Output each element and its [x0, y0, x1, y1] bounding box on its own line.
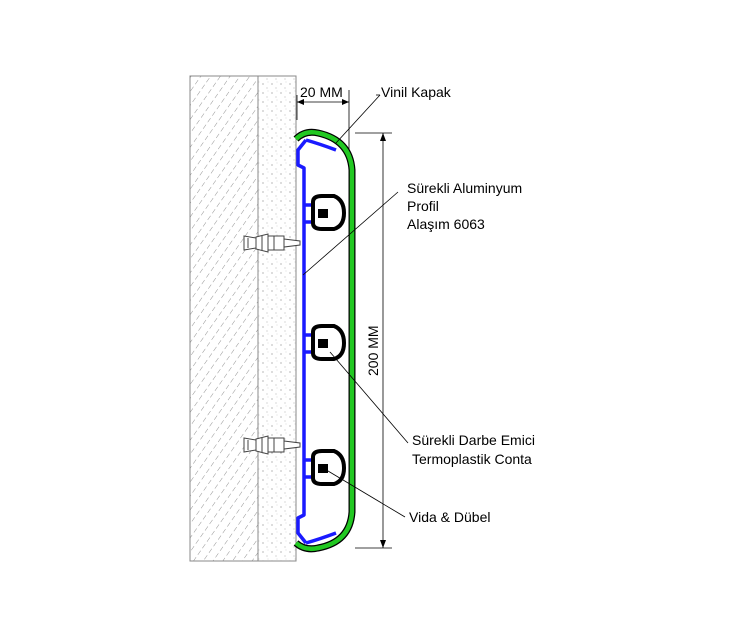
width-dimension: 20 MM	[296, 84, 350, 150]
profile-label-line2: Profil	[407, 198, 439, 214]
plaster-layer	[257, 75, 297, 562]
vinyl-cover	[293, 128, 356, 553]
height-dimension-label: 200 MM	[365, 325, 381, 376]
concrete-wall	[189, 75, 259, 562]
height-dimension: 200 MM	[355, 132, 392, 549]
profile-label-line3: Alaşım 6063	[407, 216, 485, 232]
screw-anchor-upper	[243, 233, 301, 253]
gasket-label-line2: Termoplastik Conta	[412, 451, 532, 467]
width-dimension-label: 20 MM	[300, 84, 343, 100]
cover-label: Vinil Kapak	[381, 84, 452, 100]
gasket-bottom	[311, 449, 347, 486]
profile-label-line1: Sürekli Aluminyum	[407, 180, 522, 196]
gasket-top	[311, 194, 347, 231]
screw-label: Vida & Dübel	[409, 509, 490, 525]
screw-anchor-lower	[243, 435, 301, 455]
leader-lines	[302, 94, 409, 518]
gasket-middle	[311, 324, 347, 361]
gasket-label-line1: Sürekli Darbe Emici	[412, 432, 535, 448]
